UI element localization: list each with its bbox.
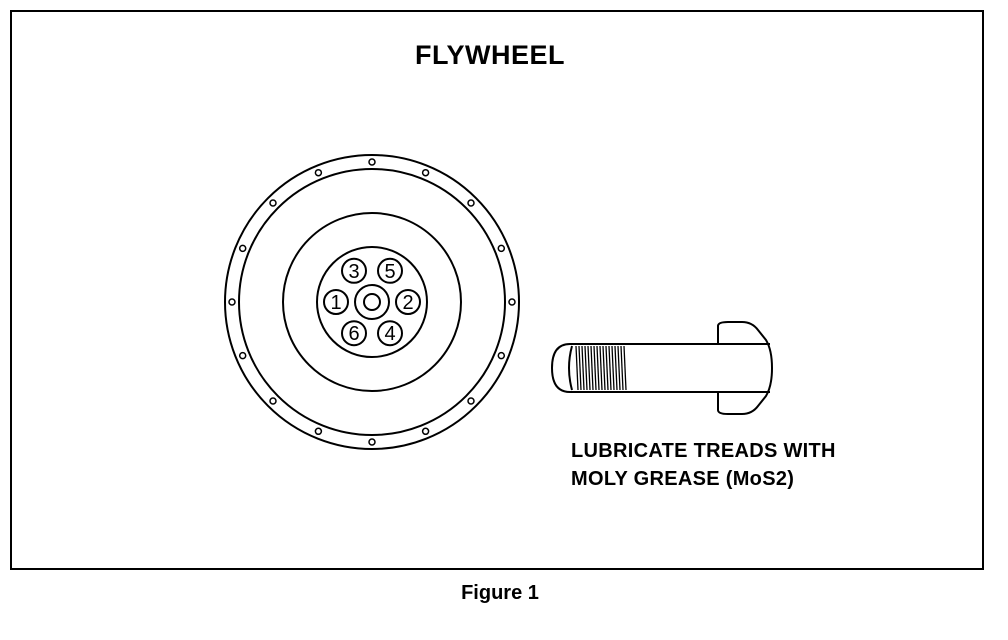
bolt-hole [323,289,349,315]
flywheel-hub [316,246,428,358]
flywheel-outer-rim [224,154,520,450]
rim-hole [467,397,475,405]
bolt-threads [575,345,627,391]
rim-hole [269,199,277,207]
lubrication-note: LUBRICATE TREADS WITH MOLY GREASE (MoS2) [571,437,836,493]
bolt-thread-line [617,345,621,391]
rim-hole [269,397,277,405]
bolt-thread-line [614,345,618,391]
bolt-thread-line [602,345,606,391]
flywheel-center-ring [354,284,390,320]
title-text: FLYWHEEL [414,40,565,70]
bolt-tip-chamfer [568,345,573,391]
bolt [551,321,773,415]
note-line-1: LUBRICATE TREADS WITH [571,440,836,462]
rim-hole [421,427,430,436]
bolt-thread-line [596,345,600,391]
bolt-thread-line [620,345,624,391]
bolt-thread-line [590,345,594,391]
rim-hole [508,298,516,306]
bolt-hole [377,257,403,284]
bolt-thread-line [581,345,585,391]
rim-hole [238,351,247,360]
bolt-thread-line [578,345,582,391]
flywheel-clutch-face [282,212,462,392]
diagram-frame [10,10,984,570]
diagram-title: FLYWHEEL [0,40,980,71]
bolt-hole-sequence-label: 6 [348,323,359,345]
bolt-hole [341,257,367,284]
rim-holes [228,158,516,446]
bolt-thread-line [587,345,591,391]
bolt-hole-sequence-label: 4 [384,323,395,345]
bolt-thread-line [611,345,615,391]
rim-hole [238,244,247,253]
bolt-thread-line [584,345,588,391]
flywheel [224,154,520,450]
bolt-thread-line [623,345,627,391]
bolt-holes: 1 2 3 4 5 6 [323,257,421,347]
note-line-2: MOLY GREASE (MoS2) [571,468,795,490]
bolt-head [717,321,773,415]
rim-hole [314,427,323,436]
bolt-hole-sequence-label: 3 [348,261,359,283]
bolt-hole-sequence-label: 2 [402,292,413,314]
rim-hole [421,168,430,177]
bolt-thread-line [593,345,597,391]
bolt-thread-line [599,345,603,391]
bolt-hole [377,320,403,347]
flywheel-inner-rim [238,168,506,436]
bolt-hole-sequence-label: 1 [330,292,341,314]
rim-hole [497,244,506,253]
rim-hole [497,351,506,360]
rim-hole [228,298,236,306]
bolt-hole [341,320,367,347]
bolt-thread-line [575,345,579,391]
bolt-hole [395,289,421,315]
bolt-thread-line [605,345,609,391]
flywheel-center-bore [363,293,381,311]
bolt-thread-line [608,345,612,391]
bolt-hole-sequence-label: 5 [384,261,395,283]
rim-hole [314,168,323,177]
bolt-shank [551,343,718,393]
figure-caption: Figure 1 [0,582,1000,605]
rim-hole [368,158,376,166]
caption-text: Figure 1 [461,582,539,604]
rim-hole [467,199,475,207]
rim-hole [368,438,376,446]
